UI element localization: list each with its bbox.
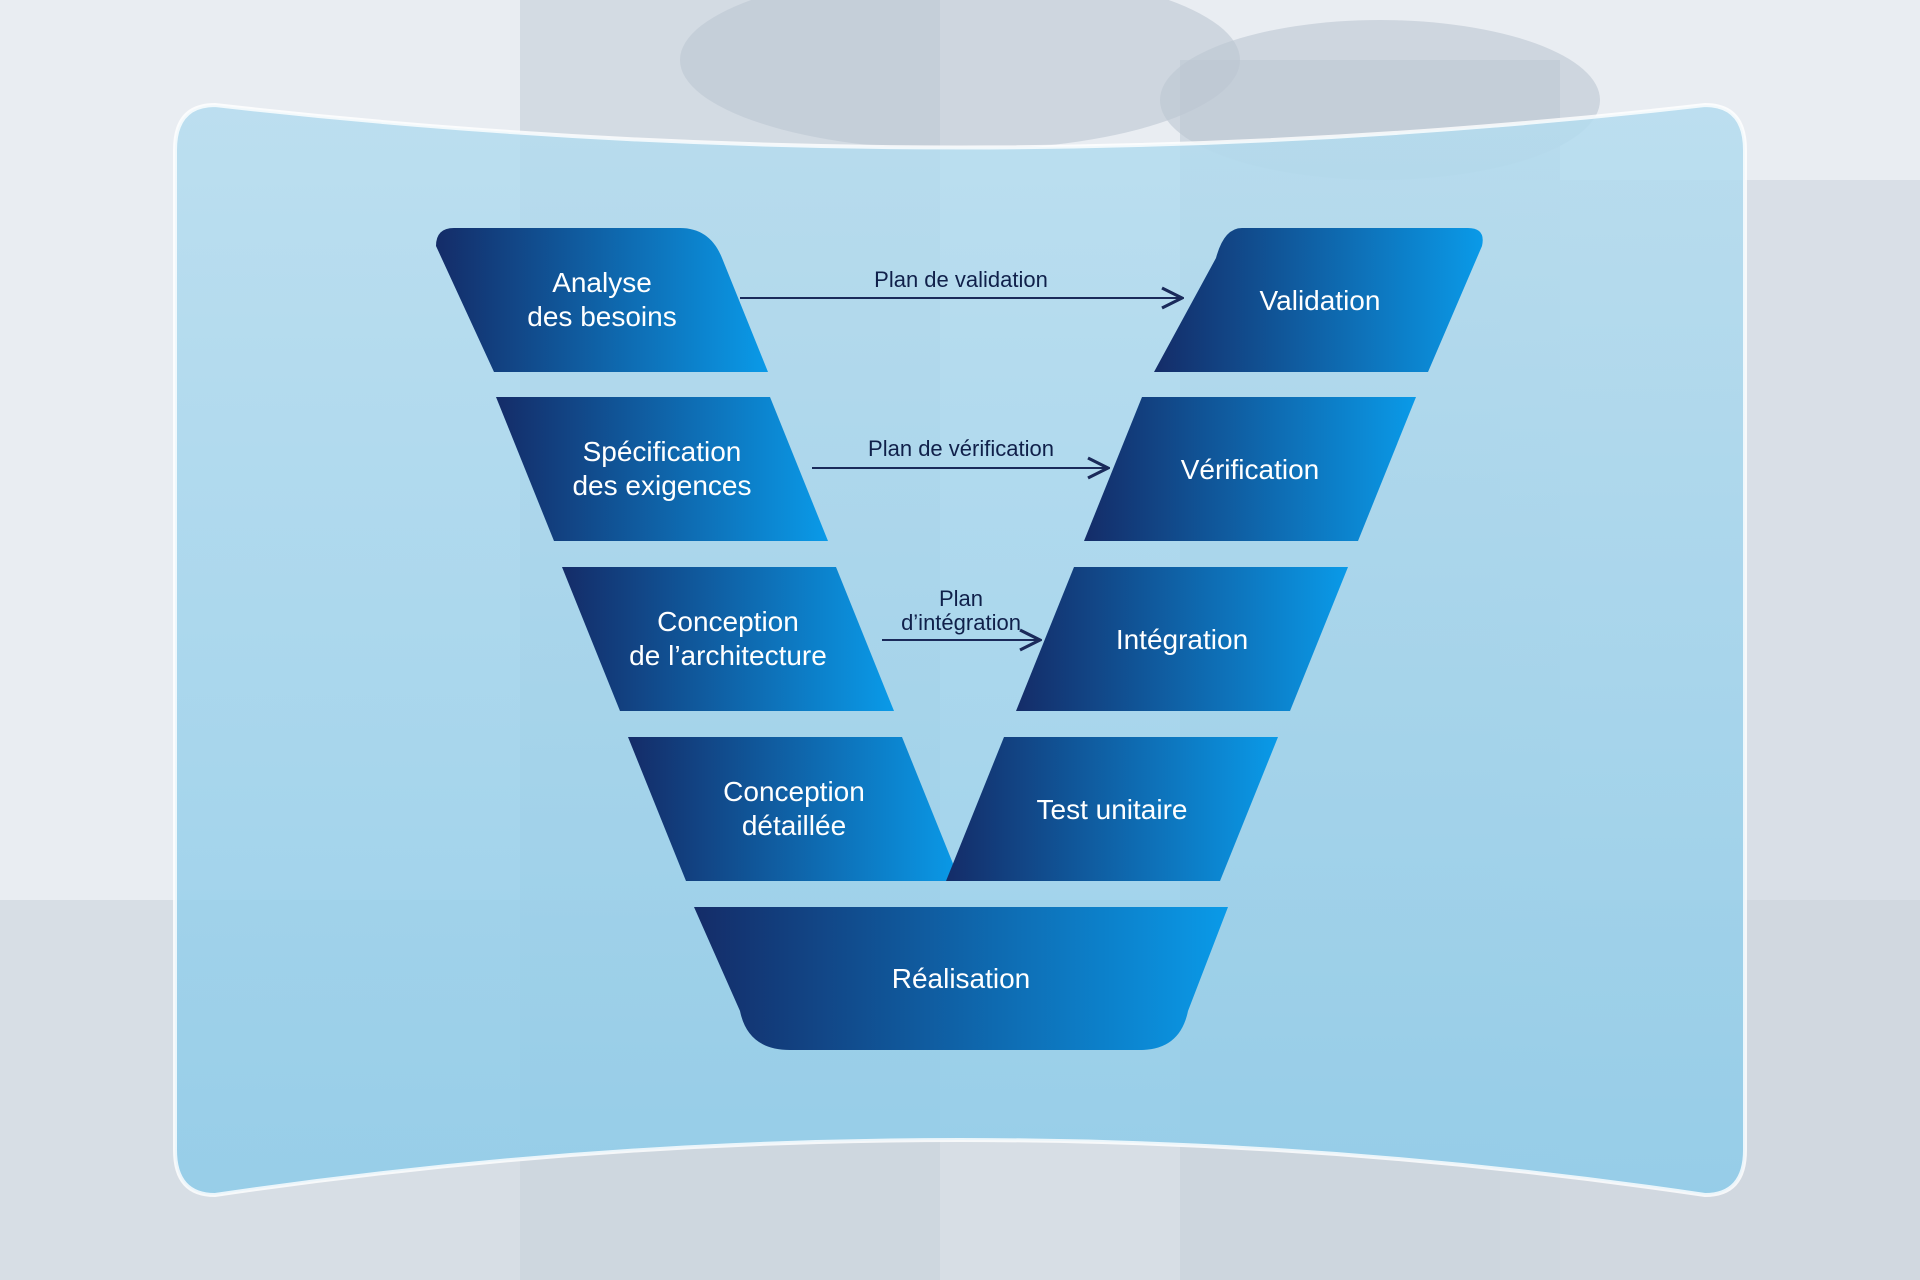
left-stage-box-2: [496, 397, 828, 541]
right-stage-box-2: [1084, 397, 1416, 541]
left-stage-label-3-line1: Conception: [657, 606, 799, 637]
right-stage-box-3: [1016, 567, 1348, 711]
arrow-label-integration-2: d’intégration: [901, 610, 1021, 635]
left-stage-box-4: [628, 737, 960, 881]
arrow-label-integration-1: Plan: [939, 586, 983, 611]
right-stage-label-4: Test unitaire: [1037, 794, 1188, 825]
left-stage-label-2-line1: Spécification: [583, 436, 742, 467]
right-stage-label-2: Vérification: [1181, 454, 1320, 485]
realisation-box: [694, 907, 1228, 1050]
left-stage-box-1: [436, 228, 768, 372]
arrow-label-validation: Plan de validation: [874, 267, 1048, 292]
left-stage-box-3: [562, 567, 894, 711]
connector-arrows: [740, 298, 1182, 640]
left-stage-label-1-line1: Analyse: [552, 267, 652, 298]
glass-panel: [173, 102, 1747, 1198]
arrow-label-verification: Plan de vérification: [868, 436, 1054, 461]
right-stage-box-1: [1154, 228, 1483, 372]
left-stage-label-1-line2: des besoins: [527, 301, 676, 332]
realisation-label: Réalisation: [892, 963, 1031, 994]
left-stage-label-4-line2: détaillée: [742, 810, 846, 841]
right-stage-box-4: [946, 737, 1278, 881]
left-stage-label-3-line2: de l’architecture: [629, 640, 827, 671]
left-stage-label-2-line2: des exigences: [572, 470, 751, 501]
left-stage-label-4-line1: Conception: [723, 776, 865, 807]
right-stage-label-1: Validation: [1260, 285, 1381, 316]
right-stage-label-3: Intégration: [1116, 624, 1248, 655]
